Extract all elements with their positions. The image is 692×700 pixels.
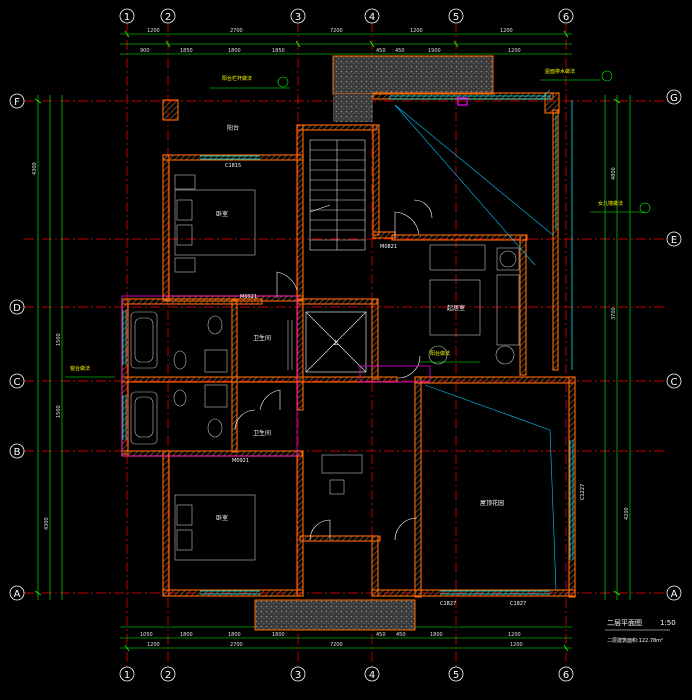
- dimension-text: 1200 2700 7200 1200 1200 900 1850 1800 1…: [32, 28, 630, 648]
- axis-A-left: A: [14, 589, 21, 600]
- note-balcony: 阳台做法: [430, 350, 450, 357]
- code-window-bottom-1: C1827: [440, 601, 456, 607]
- furniture: [130, 174, 520, 561]
- axis-6-bottom: 6: [563, 670, 569, 681]
- axis-5-bottom: 5: [453, 670, 459, 681]
- dim-top-6: 900: [140, 48, 150, 54]
- title-block: 二层平面图 1:50 二层建筑面积:122.78m²: [605, 619, 676, 644]
- drawing-subtitle: 二层建筑面积:122.78m²: [607, 637, 663, 644]
- dim-bottom-7: 1800: [430, 632, 443, 638]
- dim-top-3: 7200: [330, 28, 343, 34]
- code-window-bottom-2: C1827: [510, 601, 526, 607]
- axis-G-right: G: [670, 93, 678, 104]
- code-window-top: C1815: [225, 163, 241, 169]
- dim-bottom-5: 450: [376, 632, 386, 638]
- room-living: 起居室: [447, 304, 465, 312]
- room-terrace: 屋顶花园: [480, 499, 504, 507]
- note-right: 女儿墙做法: [598, 200, 623, 207]
- notes: 阳台栏杆做法 屋面排水做法 阳台做法 女儿墙做法 窗台做法: [65, 68, 651, 378]
- drawing-title: 二层平面图: [607, 619, 642, 627]
- doors: [234, 199, 433, 541]
- axis-C-right: C: [671, 377, 678, 388]
- axis-4-bottom: 4: [369, 670, 375, 681]
- dim-bottom-3: 1800: [228, 632, 241, 638]
- axis-F-left: F: [14, 97, 20, 108]
- dim-bottom-1: 1050: [140, 632, 153, 638]
- dim-right-3: 4200: [624, 507, 630, 520]
- element-codes: C1815 M0921 M0921 M0821 C1827 C1827 C122…: [225, 163, 586, 607]
- dim-bottom-11: 7200: [330, 642, 343, 648]
- room-balcony: 阳台: [227, 124, 239, 132]
- room-bath-lower: 卫生间: [253, 429, 271, 437]
- dim-top-8: 1800: [228, 48, 241, 54]
- axis-bubbles: [9, 8, 682, 682]
- walls: [121, 92, 576, 598]
- dim-right-1: 4800: [611, 167, 617, 180]
- dim-top-4: 1200: [410, 28, 423, 34]
- downpipe-marker: [457, 97, 468, 106]
- dim-top-2: 2700: [230, 28, 243, 34]
- dim-left-2: 1500: [56, 333, 62, 346]
- dim-bottom-9: 1200: [147, 642, 160, 648]
- axis-2-bottom: 2: [165, 670, 171, 681]
- dim-top-1: 1200: [147, 28, 160, 34]
- code-door-bed-upper: M0921: [240, 294, 257, 300]
- elevator-shaft: [305, 311, 367, 373]
- roof-planter-top: [332, 55, 494, 95]
- dim-left-4: 4300: [44, 517, 50, 530]
- staircase[interactable]: [309, 139, 366, 251]
- room-bedroom-lower: 卧室: [216, 514, 228, 522]
- axis-1-bottom: 1: [124, 670, 130, 681]
- dim-top-10: 450: [376, 48, 386, 54]
- windows: [122, 95, 574, 595]
- dim-top-9: 1850: [272, 48, 285, 54]
- room-stair-label: 上: [333, 339, 339, 347]
- dim-bottom-6: 450: [396, 632, 406, 638]
- room-labels: 卧室 卧室 起居室 屋顶花园 卫生间 卫生间 上 阳台: [216, 124, 504, 522]
- axis-B-left: B: [14, 447, 21, 458]
- pink-outlines: [121, 295, 431, 457]
- axis-D-left: D: [13, 303, 21, 314]
- note-top-left: 阳台栏杆做法: [222, 75, 252, 82]
- dim-bottom-4: 1800: [272, 632, 285, 638]
- dim-top-5: 1200: [500, 28, 513, 34]
- dim-left-3: 1500: [56, 405, 62, 418]
- drawing-scale: 1:50: [660, 619, 676, 627]
- axis-labels: 1 2 3 4 5 6 1 2 3 4 5 6 F D C B A G E C …: [13, 12, 678, 681]
- axis-E-right: E: [671, 235, 677, 246]
- dim-bottom-12: 1200: [510, 642, 523, 648]
- note-top-right: 屋面排水做法: [545, 68, 575, 75]
- axis-3-top: 3: [295, 12, 301, 23]
- axis-3-bottom: 3: [295, 670, 301, 681]
- dim-bottom-8: 1200: [508, 632, 521, 638]
- dim-top-11: 450: [395, 48, 405, 54]
- room-bedroom-upper: 卧室: [216, 210, 228, 218]
- axis-1-top: 1: [124, 12, 130, 23]
- note-left: 窗台做法: [70, 365, 90, 372]
- axis-4-top: 4: [369, 12, 375, 23]
- code-door-bed-lower: M0921: [232, 458, 249, 464]
- axis-C-left: C: [14, 377, 21, 388]
- leader-lines: [394, 89, 557, 591]
- balcony-bottom: [254, 599, 416, 631]
- dim-bottom-2: 1800: [180, 632, 193, 638]
- axis-2-top: 2: [165, 12, 171, 23]
- axis-A-right: A: [671, 589, 678, 600]
- code-window-right: C1227: [580, 484, 586, 500]
- code-door-hall: M0821: [380, 244, 397, 250]
- axis-6-top: 6: [563, 12, 569, 23]
- dim-right-2: 3700: [611, 307, 617, 320]
- dim-bottom-10: 2700: [230, 642, 243, 648]
- dim-left-1: 4300: [32, 162, 38, 175]
- planter-top-left: [333, 94, 373, 122]
- dim-top-7: 1850: [180, 48, 193, 54]
- dim-top-12: 1900: [428, 48, 441, 54]
- dim-top-13: 1200: [508, 48, 521, 54]
- axis-5-top: 5: [453, 12, 459, 23]
- room-bath-upper: 卫生间: [253, 334, 271, 342]
